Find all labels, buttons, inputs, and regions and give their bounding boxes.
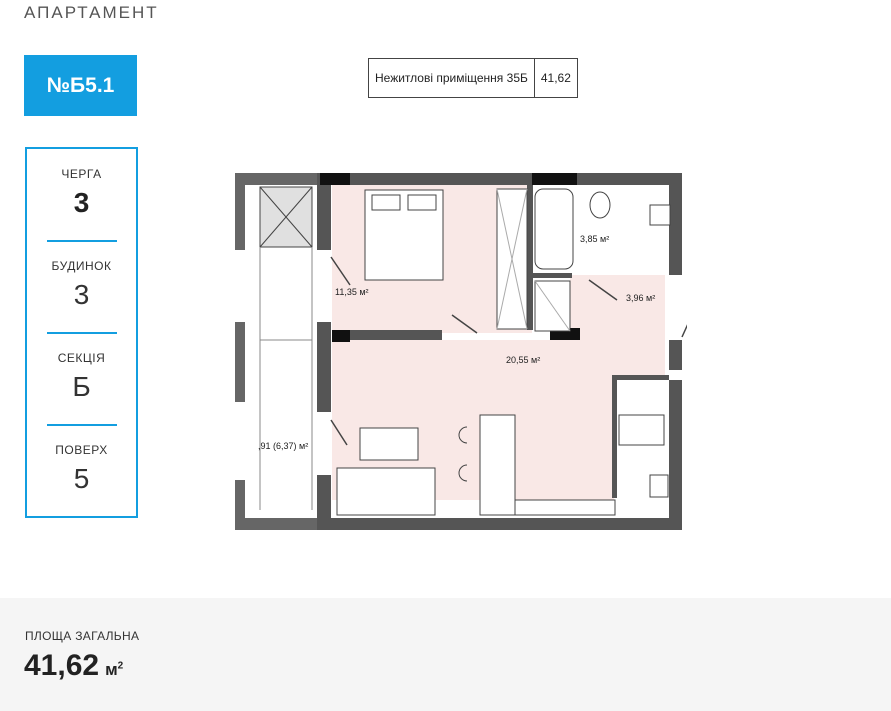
info-floor-label: ПОВЕРХ (55, 443, 108, 457)
info-building: БУДИНОК 3 (27, 259, 136, 309)
footer-total-area: ПЛОЩА ЗАГАЛЬНА 41,62 м2 (0, 598, 891, 711)
info-building-value: 3 (73, 279, 90, 310)
wall-left-upper (317, 173, 331, 250)
area-table-value: 41,62 (540, 71, 571, 85)
info-floor-value: 5 (73, 463, 90, 494)
pillow (407, 194, 437, 211)
info-queue: ЧЕРГА 3 (27, 167, 136, 217)
room-label-bedroom: 11,35 м² (335, 287, 369, 297)
info-section-label: СЕКЦІЯ (57, 351, 106, 365)
total-area-label: ПЛОЩА ЗАГАЛЬНА (25, 629, 140, 643)
area-table: Нежитлові приміщення 35Б 41,62 (368, 58, 578, 98)
washer (618, 414, 665, 446)
wall-right-upper (669, 173, 682, 275)
wall-left-lower (317, 475, 331, 530)
wall-kitchen-top (612, 375, 669, 380)
wall-left-mid (317, 322, 331, 412)
column (320, 173, 350, 185)
total-area-unit: м2 (105, 660, 123, 679)
total-area-value: 41,62 м2 (24, 649, 123, 683)
hall-floor (570, 275, 665, 375)
info-divider (47, 424, 117, 426)
wall-right-mid (669, 340, 682, 370)
room-label-hall: 3,96 м² (626, 293, 655, 303)
wall-bath-bottom (532, 273, 572, 278)
toilet (589, 191, 611, 219)
balcony-wall-upper (235, 173, 245, 250)
wall-bedroom-bath (527, 185, 533, 330)
column (532, 173, 577, 185)
bathtub (534, 188, 574, 270)
info-floor: ПОВЕРХ 5 (27, 443, 136, 493)
balcony-wall-bottom (245, 518, 317, 530)
total-area-unit-sup: 2 (117, 660, 124, 672)
wall-kitchen-side (612, 375, 617, 498)
door-interior (451, 314, 478, 334)
hall-closet (534, 280, 571, 332)
stove (649, 474, 669, 498)
room-label-balcony: ,91 (6,37) м² (258, 441, 308, 451)
balcony-wall-mid (235, 322, 245, 402)
balcony-wall-top (245, 173, 317, 185)
apartment-info-panel: ЧЕРГА 3 БУДИНОК 3 СЕКЦІЯ Б ПОВЕРХ 5 (25, 147, 138, 518)
kitchen-counter (479, 414, 516, 516)
info-queue-label: ЧЕРГА (61, 167, 102, 181)
wardrobe (496, 188, 528, 330)
wall-bottom (317, 518, 682, 530)
balcony-wall-lower (235, 480, 245, 530)
info-divider (47, 240, 117, 242)
wall-right-lower (669, 380, 682, 530)
room-label-bath: 3,85 м² (580, 234, 609, 244)
wall-bedroom-living (332, 330, 442, 340)
door-bedroom (330, 256, 351, 286)
sofa (336, 467, 436, 516)
door-balcony (330, 419, 348, 446)
door-entrance (681, 324, 687, 338)
total-area-unit-base: м (105, 660, 118, 679)
table (359, 427, 419, 461)
stool (458, 426, 468, 482)
page-heading: АПАРТАМЕНТ (24, 3, 159, 22)
total-area-number: 41,62 (24, 649, 100, 682)
floor-plan: 11,35 м² 3,85 м² 3,96 м² 20,55 м² ,91 (6… (235, 173, 687, 530)
door-hall (588, 279, 618, 301)
kitchen-counter (514, 499, 616, 516)
info-divider (47, 332, 117, 334)
info-section-value: Б (72, 371, 91, 402)
info-section: СЕКЦІЯ Б (27, 351, 136, 401)
info-queue-value: 3 (73, 187, 90, 218)
info-building-label: БУДИНОК (51, 259, 112, 273)
pillow (371, 194, 401, 211)
column (332, 330, 350, 342)
wall-top (317, 173, 682, 185)
balcony-tile (259, 186, 313, 248)
apartment-number-badge: №Б5.1 (24, 55, 137, 116)
room-label-living: 20,55 м² (506, 355, 540, 365)
sink (649, 204, 671, 226)
area-table-name: Нежитлові приміщення 35Б (369, 59, 535, 97)
